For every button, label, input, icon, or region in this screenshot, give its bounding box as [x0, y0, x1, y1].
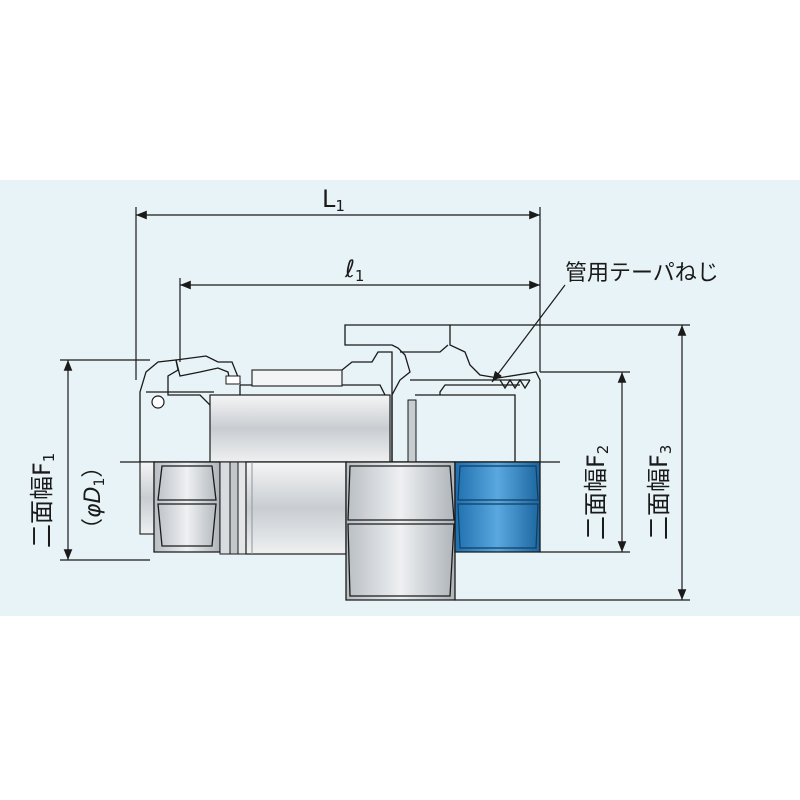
l1-engagement-label: ℓ1	[344, 255, 364, 285]
tube-od-label: （φD1）	[81, 456, 108, 540]
l1-overall-label: L1	[322, 185, 345, 215]
f1-label: 二面幅F1	[28, 453, 58, 548]
upper-section-view	[139, 324, 541, 463]
f2-label: 二面幅F2	[582, 445, 612, 540]
thread-callout-label: 管用テーパねじ	[565, 261, 719, 286]
lower-external-view	[139, 461, 541, 601]
dimension-lines	[60, 207, 690, 601]
f3-label: 二面幅F3	[645, 445, 675, 540]
